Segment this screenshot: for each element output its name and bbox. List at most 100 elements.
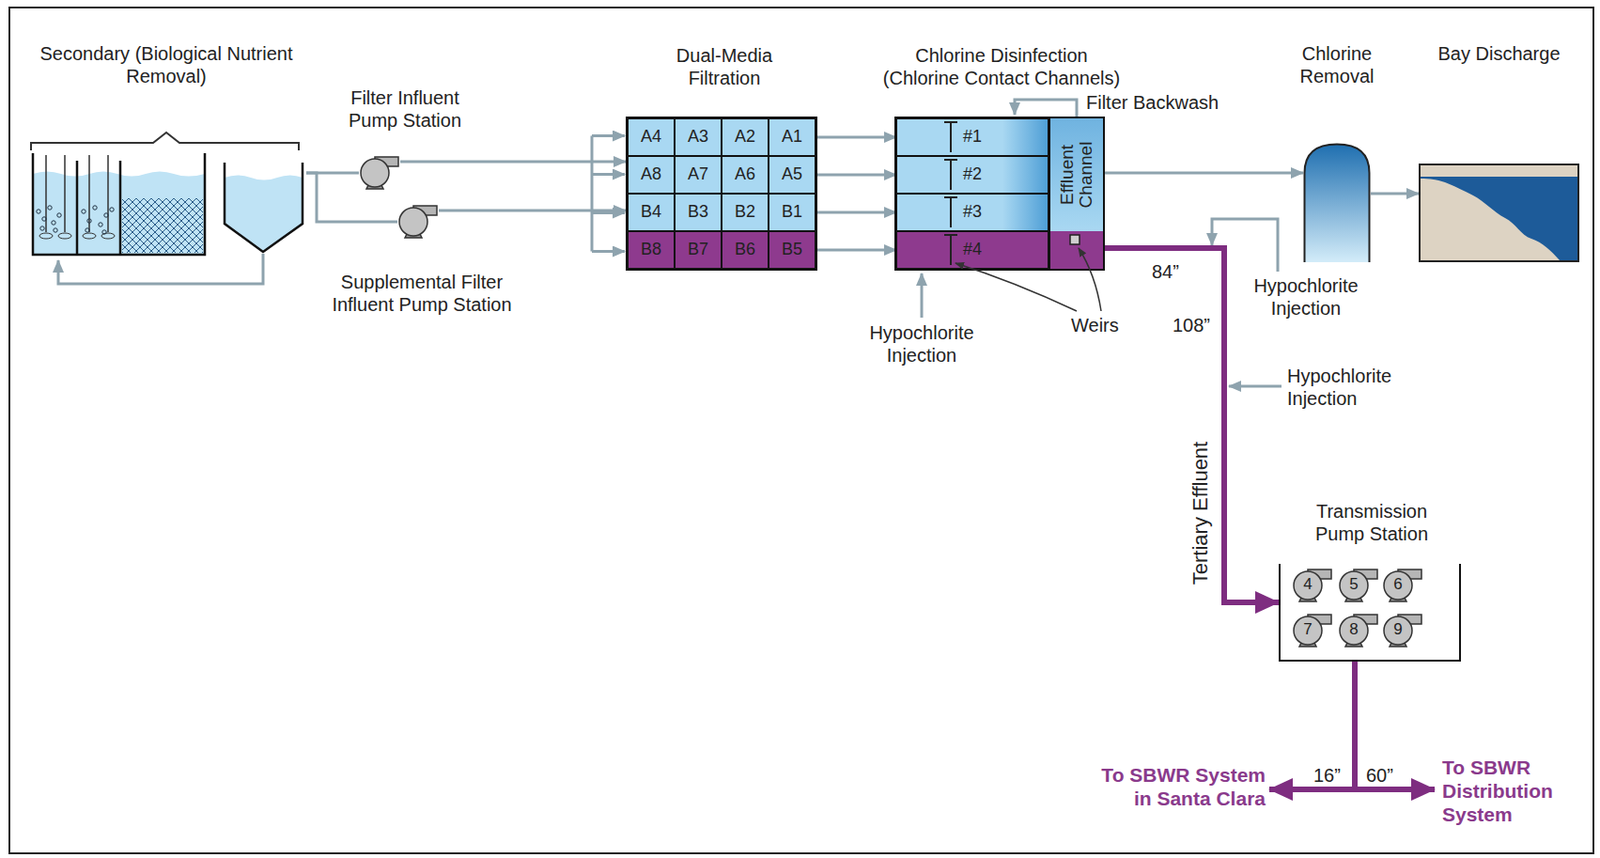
annotation-label: 108” bbox=[1172, 313, 1211, 337]
filter-cell: B1 bbox=[768, 193, 816, 232]
effluent-channel: Effluent Channel bbox=[1048, 118, 1103, 269]
node-text: A1 bbox=[769, 126, 815, 148]
backwash-line bbox=[1014, 99, 1077, 117]
node-text: Secondary (Biological Nutrient Removal) bbox=[34, 42, 298, 88]
annotation-label: Hypochlorite Injection bbox=[1240, 274, 1372, 320]
node-text: A3 bbox=[675, 126, 721, 148]
filter-cell: A4 bbox=[627, 118, 675, 156]
pipe-connector bbox=[1269, 661, 1355, 790]
leader-line bbox=[955, 263, 1077, 311]
flow-connector bbox=[1102, 171, 1304, 175]
filter-manifold bbox=[590, 136, 594, 252]
filter-cell: B5 bbox=[768, 231, 816, 269]
bay-outfall: Bay Discharge bbox=[1418, 163, 1580, 263]
node-text: A6 bbox=[722, 164, 768, 186]
node-text: 4 bbox=[1293, 574, 1322, 594]
injection-arrow bbox=[920, 273, 924, 318]
node-shape bbox=[31, 153, 307, 257]
filter-cell: B3 bbox=[674, 193, 722, 232]
node-text: B6 bbox=[722, 239, 768, 261]
flow-connector bbox=[815, 173, 897, 177]
node-shape bbox=[1291, 564, 1334, 603]
node-text: 8 bbox=[1339, 620, 1368, 639]
node-text: #3 bbox=[897, 201, 1048, 223]
node-text: A4 bbox=[628, 126, 674, 148]
node-text: Chlorine Disinfection (Chlorine Contact … bbox=[874, 44, 1129, 90]
annotation-label: 16” bbox=[1313, 763, 1341, 787]
flow-connector bbox=[438, 209, 626, 213]
pipe-connector bbox=[1102, 248, 1279, 603]
node-text: Transmission Pump Station bbox=[1301, 499, 1443, 545]
annotation-label: Hypochlorite Injection bbox=[1287, 364, 1419, 410]
annotation-label: Weirs bbox=[1071, 313, 1119, 337]
node-shape bbox=[1303, 142, 1371, 263]
pump-station-well: Transmission Pump Station456789 bbox=[1278, 563, 1461, 662]
node-text: 9 bbox=[1383, 620, 1413, 639]
node-text: B1 bbox=[769, 201, 815, 223]
node-shape bbox=[1337, 564, 1380, 603]
bracket bbox=[31, 132, 299, 151]
contact-channel: #3 bbox=[896, 193, 1049, 232]
node-shape bbox=[358, 152, 401, 190]
node-text: Chlorine Removal bbox=[1285, 42, 1389, 88]
filter-cell: A6 bbox=[721, 155, 769, 194]
node-shape bbox=[1291, 609, 1334, 648]
injection-arrow bbox=[1228, 385, 1282, 389]
contact-channel: #4 bbox=[896, 231, 1049, 269]
manifold-arrow bbox=[591, 172, 625, 176]
secondary-tanks: Secondary (Biological Nutrient Removal) bbox=[31, 153, 307, 257]
node-text: 5 bbox=[1339, 574, 1368, 594]
pipe-connector bbox=[1354, 661, 1435, 790]
annotation-label: Hypochlorite Injection bbox=[855, 321, 988, 367]
node-text: B7 bbox=[675, 239, 721, 261]
node-shape bbox=[1382, 564, 1424, 603]
filter-cell: A8 bbox=[627, 155, 675, 194]
recycle-line bbox=[58, 253, 264, 284]
node-text: B4 bbox=[628, 201, 674, 223]
node-text: A5 bbox=[769, 164, 815, 186]
pump-icon: 4 bbox=[1291, 564, 1334, 603]
node-text: A2 bbox=[722, 126, 768, 148]
flow-connector bbox=[815, 248, 897, 252]
node-text: 6 bbox=[1383, 574, 1413, 594]
flow-connector bbox=[815, 136, 897, 140]
node-text: Supplemental Filter Influent Pump Statio… bbox=[318, 270, 526, 316]
flow-connector bbox=[1370, 192, 1419, 196]
weir-marks bbox=[944, 122, 958, 265]
node-text: 7 bbox=[1293, 620, 1322, 639]
pump-icon: Filter Influent Pump Station bbox=[358, 152, 401, 190]
effluent-weir bbox=[1070, 234, 1080, 245]
filter-block: Dual-Media FiltrationA4A3A2A1A8A7A6A5B4B… bbox=[625, 116, 818, 271]
node-text: Effluent Channel bbox=[1057, 123, 1096, 227]
leader-line bbox=[1078, 248, 1102, 311]
node-text: B5 bbox=[769, 239, 815, 261]
filter-cell: B2 bbox=[721, 193, 769, 232]
filter-cell: A1 bbox=[768, 118, 816, 156]
node-text: To SBWR Distribution System bbox=[1442, 755, 1574, 827]
pump-icon: Supplemental Filter Influent Pump Statio… bbox=[397, 201, 439, 239]
pump-icon: 5 bbox=[1337, 564, 1380, 603]
filter-cell: B4 bbox=[627, 193, 675, 232]
node-shape bbox=[397, 201, 439, 239]
node-text: Filter Influent Pump Station bbox=[334, 86, 476, 132]
manifold-arrows bbox=[591, 136, 625, 252]
filter-cell: B7 bbox=[674, 231, 722, 269]
pump-icon: 8 bbox=[1337, 609, 1380, 648]
annotation-label: 84” bbox=[1151, 260, 1180, 283]
node-text: Bay Discharge bbox=[1418, 42, 1580, 65]
annotation-label: Filter Backwash bbox=[1086, 91, 1219, 114]
filter-cell: A2 bbox=[721, 118, 769, 156]
node-text: #2 bbox=[897, 164, 1048, 186]
flow-connector bbox=[815, 211, 897, 215]
manifold-arrow bbox=[591, 134, 625, 138]
contact-channel: #2 bbox=[896, 155, 1049, 194]
contact-basin: Chlorine Disinfection (Chlorine Contact … bbox=[894, 116, 1105, 271]
node-text: B3 bbox=[675, 201, 721, 223]
pump-icon: 7 bbox=[1291, 609, 1334, 648]
destination-label: To SBWR System in Santa Clara bbox=[1091, 762, 1266, 813]
node-shape bbox=[1382, 609, 1424, 648]
annotation-label: Tertiary Effluent bbox=[1188, 441, 1213, 585]
destination-label: To SBWR Distribution System bbox=[1442, 755, 1574, 829]
node-text: A8 bbox=[628, 164, 674, 186]
